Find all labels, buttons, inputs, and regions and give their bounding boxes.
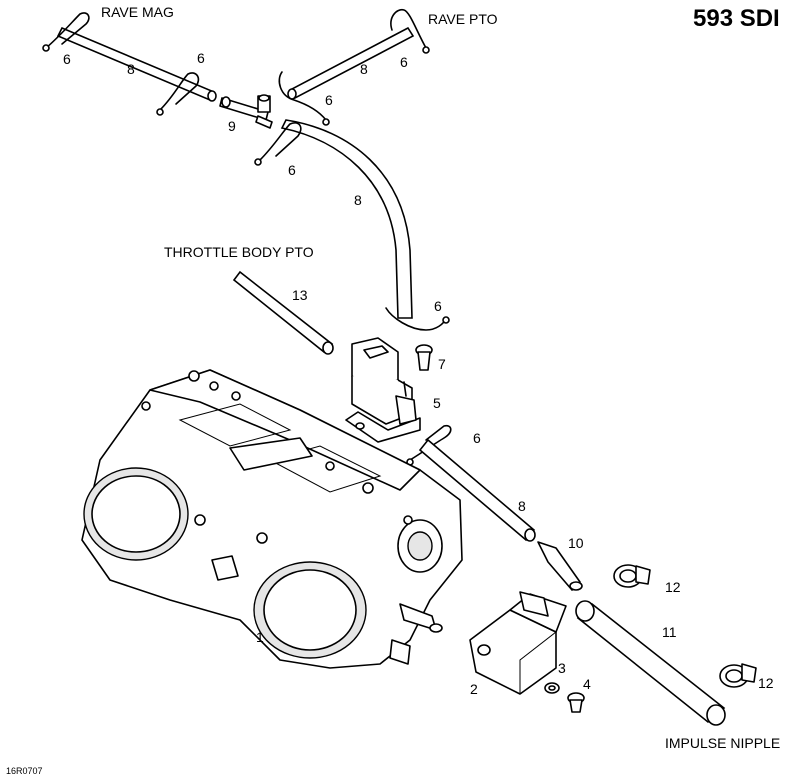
t-fitting: [219, 94, 273, 129]
caption-rave-mag: RAVE MAG: [101, 4, 174, 20]
caption-impulse-nipple: IMPULSE NIPPLE: [665, 735, 780, 751]
hose-clamp: [42, 8, 452, 466]
callout-3: 3: [558, 660, 566, 676]
hose-11: [575, 600, 726, 726]
solenoid-valve: [345, 337, 421, 443]
clamp-12: [613, 564, 757, 688]
diagram-code: 16R0707: [6, 766, 43, 776]
callout-2: 2: [470, 681, 478, 697]
callout-6: 6: [288, 162, 296, 178]
caption-throttle-body-pto: THROTTLE BODY PTO: [164, 244, 314, 260]
callout-8: 8: [518, 498, 526, 514]
callout-8: 8: [360, 61, 368, 77]
rave-pto-hose: [287, 26, 415, 100]
hose-13: [232, 270, 334, 355]
callout-13: 13: [292, 287, 308, 303]
callout-6: 6: [197, 50, 205, 66]
rave-mag-hose: [56, 26, 217, 102]
callout-8: 8: [354, 192, 362, 208]
callout-12: 12: [758, 675, 774, 691]
callout-6: 6: [63, 51, 71, 67]
callout-4: 4: [583, 676, 591, 692]
callout-6: 6: [325, 92, 333, 108]
screw-7: [415, 344, 433, 371]
hose-8-lower: [418, 438, 536, 542]
caption-rave-pto: RAVE PTO: [428, 11, 498, 27]
callout-9: 9: [228, 118, 236, 134]
screw-4: [567, 692, 585, 713]
washer-3: [544, 682, 560, 694]
callout-8: 8: [127, 61, 135, 77]
callout-6: 6: [473, 430, 481, 446]
callout-6: 6: [434, 298, 442, 314]
diagram-title: 593 SDI: [693, 5, 780, 32]
sensor-10: [537, 541, 583, 591]
callout-6: 6: [400, 54, 408, 70]
callout-1: 1: [256, 629, 264, 645]
throttle-body: [81, 369, 463, 669]
callout-7: 7: [438, 356, 446, 372]
callout-10: 10: [568, 535, 584, 551]
callout-11: 11: [662, 624, 677, 640]
callout-12: 12: [665, 579, 681, 595]
sensor-2: [469, 591, 567, 695]
vertical-hose: [280, 119, 413, 319]
callout-5: 5: [433, 395, 441, 411]
